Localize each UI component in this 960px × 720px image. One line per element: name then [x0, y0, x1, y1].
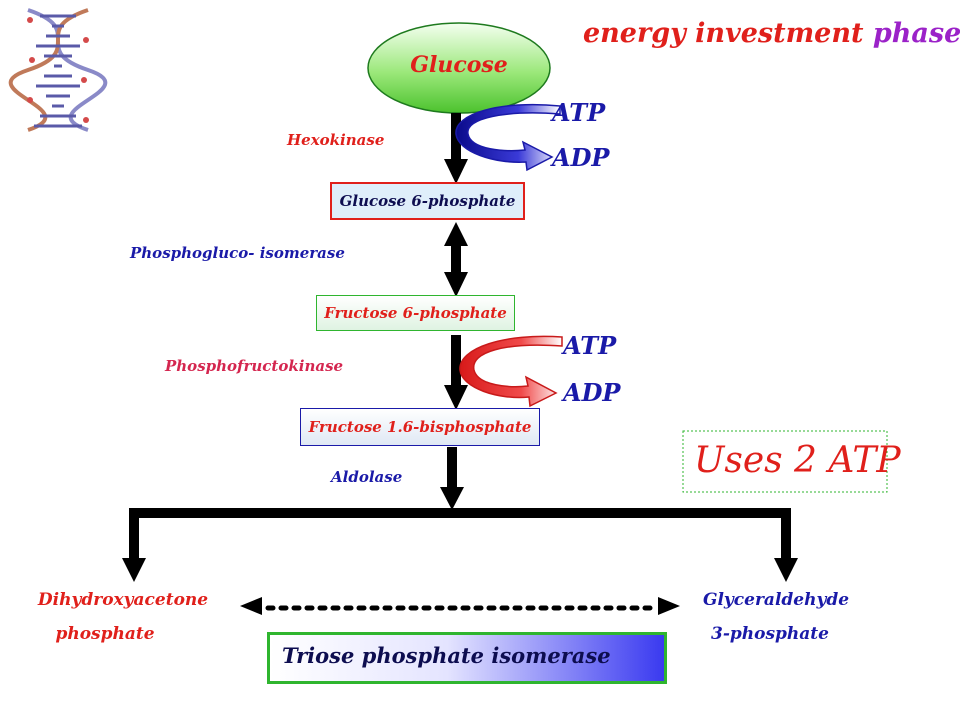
split-right-stem — [781, 508, 791, 560]
node-glucose-6-phosphate: Glucose 6-phosphate — [330, 182, 525, 220]
enzyme-phosphogluco-isomerase: Phosphogluco- isomerase — [130, 244, 345, 262]
note-uses-2-atp: Uses 2 ATP — [694, 440, 901, 481]
triose-equilibrium-arrow — [240, 597, 680, 615]
adp-label-1: ADP — [552, 143, 610, 172]
atp-adp-curved-arrow-2 — [459, 335, 563, 408]
arrow-g6p-f6p-bottom-head — [444, 272, 468, 297]
split-right-head — [774, 558, 798, 582]
node-fructose-6-phosphate: Fructose 6-phosphate — [316, 295, 515, 331]
node-fructose-1-6-bisphosphate: Fructose 1.6-bisphosphate — [300, 408, 540, 446]
enzyme-hexokinase: Hexokinase — [287, 131, 385, 149]
glucose-label: Glucose — [410, 52, 508, 78]
note-box-outline — [682, 430, 888, 493]
split-bar — [129, 508, 790, 518]
arrow-f16bp-down — [447, 447, 457, 489]
atp-adp-curved-arrow-1 — [455, 103, 561, 172]
enzyme-triose-phosphate-isomerase: Triose phosphate isomerase — [267, 632, 667, 684]
arrow-glucose-to-g6p-head — [444, 159, 468, 184]
product-g3p-line2: 3-phosphate — [711, 624, 829, 644]
arrow-f6p-to-f16bp-head — [444, 385, 468, 410]
atp-label-2: ATP — [563, 331, 617, 360]
product-dhap-line2: phosphate — [55, 624, 155, 644]
arrow-f16bp-down-head — [440, 487, 464, 510]
enzyme-aldolase: Aldolase — [331, 468, 403, 486]
arrow-f6p-to-f16bp — [451, 335, 461, 387]
dna-helix-icon — [8, 8, 108, 132]
split-left-stem — [129, 508, 139, 560]
phase-title-part2: phase — [872, 18, 960, 49]
phase-title-part1: energy investment — [583, 18, 873, 49]
enzyme-phosphofructokinase: Phosphofructokinase — [165, 357, 344, 375]
arrow-g6p-f6p-top-head — [444, 222, 468, 246]
split-left-head — [122, 558, 146, 582]
arrow-g6p-f6p — [451, 244, 461, 274]
product-dhap-line1: Dihydroxyacetone — [37, 590, 209, 610]
phase-title: energy investment phase — [583, 18, 960, 49]
adp-label-2: ADP — [563, 378, 621, 407]
atp-label-1: ATP — [552, 98, 606, 127]
product-g3p-line1: Glyceraldehyde — [702, 590, 850, 610]
